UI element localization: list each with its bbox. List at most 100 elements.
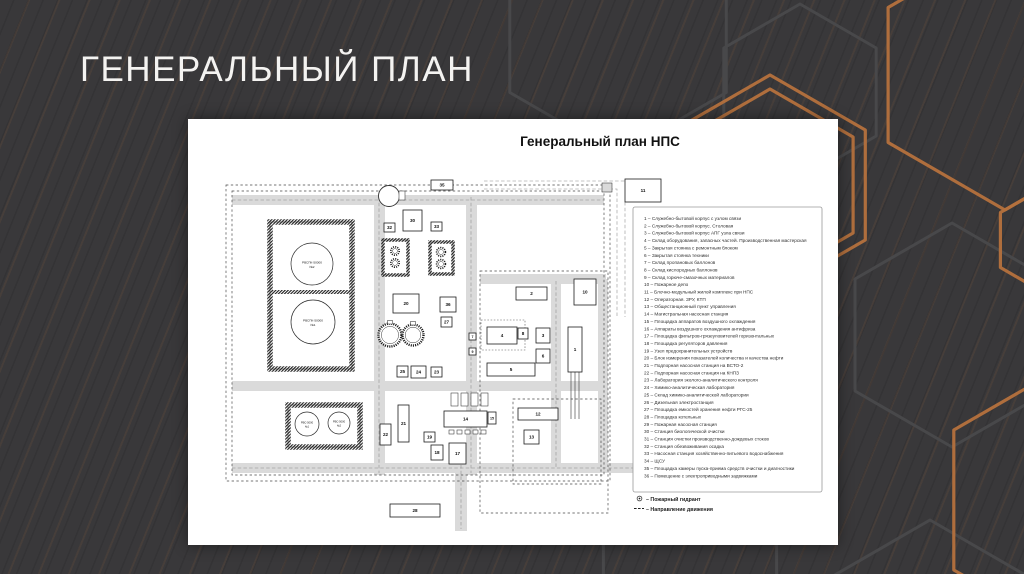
tank-number: №2 [309,265,314,269]
building-2 [515,286,548,301]
building-number-23: 23 [434,370,440,375]
legend-item: 33 – Насосная станция хозяйственно-питье… [644,450,784,456]
building-number-33: 33 [434,224,440,229]
building-number-32: 32 [387,225,393,230]
building-19 [423,431,436,443]
slide-title: ГЕНЕРАЛЬНЫЙ ПЛАН [80,50,474,89]
building-number-8: 8 [522,331,525,336]
storage-tank [327,411,351,435]
perimeter-fence [225,184,611,514]
tank-number: №1 [310,323,315,327]
building-number-12: 12 [535,412,541,417]
building-8 [517,327,529,340]
building-22 [379,423,392,446]
legend-item: 13 – Общестанционный пункт управления [644,303,736,309]
legend-item: 17 – Площадка фильтров-грязеуловителей г… [644,333,775,339]
tank-number: №2 [337,424,342,428]
legend-item: 35 – Площадка камеры пуска-приема средст… [644,466,795,471]
legend-item: 26 – Дизельная электростанция [644,400,714,405]
building-14 [443,410,488,428]
legend-item: 24 – Химико-аналитическая лаборатория [644,385,735,390]
storage-tank [294,411,320,437]
building-1 [567,326,583,373]
building-10 [573,278,597,306]
building-number-11: 11 [641,188,646,193]
auxiliary-tanks [377,185,425,348]
building-33 [430,221,443,232]
tank-label: РВС-5000 [301,421,314,425]
legend-item: 19 – Узел предохранительных устройств [644,347,733,353]
building-number-36: 36 [445,302,451,307]
building-25 [396,365,409,378]
building-35 [430,179,454,191]
legend-item: 28 – Площадка котельных [644,414,702,419]
hexagon-outline-copper [952,387,1024,574]
building-number-1: 1 [574,347,577,352]
legend-item: 7 – Склад пропановых баллонов [644,260,716,265]
plan-title: Генеральный план НПС [520,134,680,149]
building-6 [535,348,551,364]
tank-label: РВСПК-50000 [303,319,323,323]
building-number-7: 7 [472,335,474,339]
building-3 [535,327,551,344]
building-9 [468,347,477,356]
building-24 [410,365,427,379]
legend-footnotes: – Пожарный гидрант – Направление движени… [634,495,713,513]
legend-item: 22 – Подпорная насосная станция на КНПЗ [644,370,739,375]
legend-item: 10 – Пожарное депо [644,282,689,287]
building-number-5: 5 [510,367,513,372]
legend-item: 32 – Станция обезвоживания осадка [644,444,724,449]
legend-item: 23 – Лаборатория эколого-аналитического … [644,378,758,383]
legend-item: 6 – Закрытая стоянка техники [644,253,709,258]
legend-item: 3 – Служебно-бытовой корпус АПГ узла свя… [644,230,745,236]
legend-item: 29 – Пожарная насосная станция [644,422,717,427]
direction-label: – Направление движения [646,507,713,513]
tank-number: №1 [305,425,310,429]
building-18 [430,444,444,461]
building-number-2: 2 [530,291,533,296]
legend-item: 8 – Склад кислородных баллонов [644,267,718,272]
building-number-17: 17 [455,451,461,456]
building-number-10: 10 [582,290,588,295]
hexagon-outline-dark [833,518,1024,574]
air-cooling-units [448,392,489,435]
legend-item: 21 – Подпорная насосная станция на ВСТО-… [644,363,744,368]
building-number-15: 15 [490,417,494,421]
tank-label: РВСПК-50000 [302,261,322,265]
legend-item: 34 – ЩСУ [644,459,665,464]
hydrant-label: – Пожарный гидрант [646,496,701,503]
building-7 [468,332,477,341]
legend-item: 2 – Служебно-бытовой корпус. Столовая [644,222,734,228]
legend-item: 20 – Блок измерения показателей количест… [644,355,784,361]
building-number-13: 13 [529,435,535,440]
legend-items: 1 – Служебно-бытовой корпус с узлом связ… [644,215,807,478]
building-number-22: 22 [383,432,389,437]
building-15 [487,411,497,425]
treatment-units [381,238,455,277]
building-number-4: 4 [501,333,504,338]
legend-item: 14 – Магистральная насосная станция [644,312,729,317]
legend-item: 12 – Операторная. ЗРУ, КТП [644,297,706,302]
legend-item: 4 – Склад оборудования, запасных частей.… [644,237,807,243]
storage-tank [290,299,336,345]
storage-tank [290,242,334,286]
building-number-25: 25 [400,369,406,374]
building-27 [440,316,453,328]
building-number-14: 14 [463,417,469,422]
building-number-9: 9 [472,350,474,354]
hexagon-outline-dark [853,221,1024,449]
building-11 [624,178,662,203]
legend-item: 36 – Помещение с электроприводными задви… [644,473,758,478]
legend-item: 30 – Станция биологической очистки [644,428,725,434]
building-20 [392,293,420,314]
building-13 [523,429,540,445]
legend-item: 9 – Склад горюче-смазочных материалов [644,275,735,280]
legend-item: 25 – Склад химико-аналитической лаборато… [644,391,749,397]
building-number-28: 28 [412,508,418,513]
building-30 [402,209,423,232]
legend-item: 1 – Служебно-бытовой корпус с узлом связ… [644,215,741,221]
building-4 [486,326,518,345]
building-number-6: 6 [542,354,545,359]
